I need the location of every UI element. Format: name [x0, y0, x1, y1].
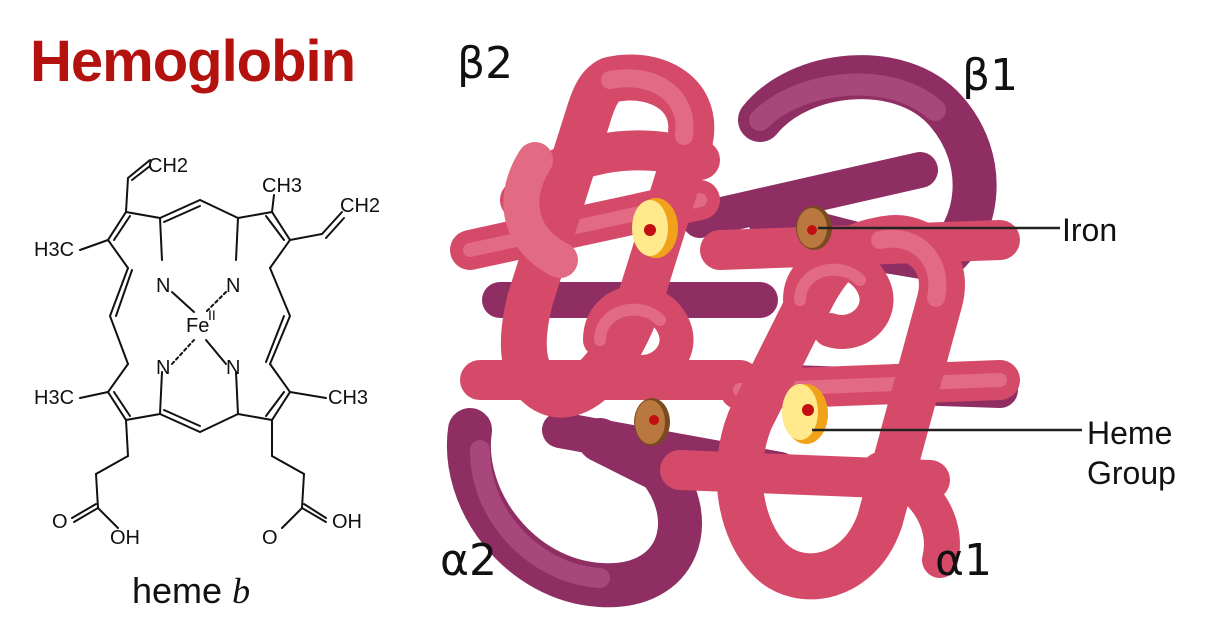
chem-label-n-top-left: N: [156, 275, 170, 297]
chem-label-methyl-right-lower: CH3: [328, 387, 368, 409]
chem-label-iron: Fe: [186, 315, 209, 337]
callout-heme-line1: Heme: [1087, 415, 1173, 451]
chem-label-methyl-top-right: CH3: [262, 175, 302, 197]
caption-main: heme: [132, 570, 233, 611]
callout-heme-group: Heme Group: [1087, 413, 1176, 493]
iron-beta1: [796, 206, 832, 250]
heme-b-structure: CH2 CH3 CH2 H3C H3C CH3 N N N N Fe II O …: [34, 155, 380, 549]
subunit-label-beta2: β2: [457, 38, 514, 89]
chem-label-oh-left: OH: [110, 527, 140, 549]
chem-label-vinyl-right: CH2: [340, 195, 380, 217]
chem-label-iron-oxidation: II: [208, 307, 216, 323]
callout-heme-line2: Group: [1087, 455, 1176, 491]
chem-label-methyl-left-lower: H3C: [34, 387, 74, 409]
chem-label-n-bottom-left: N: [156, 357, 170, 379]
callout-iron: Iron: [1062, 212, 1118, 248]
subunit-label-alpha2: α2: [440, 535, 497, 586]
heme-group-alpha1: [782, 384, 828, 444]
chem-label-oh-right: OH: [332, 511, 362, 533]
chem-label-n-bottom-right: N: [226, 357, 240, 379]
subunit-label-alpha1: α1: [935, 535, 992, 586]
chem-label-vinyl-top: CH2: [148, 155, 188, 177]
iron-alpha2: [634, 398, 670, 446]
chem-label-oxygen-left: O: [52, 511, 68, 533]
subunit-label-beta1: β1: [962, 50, 1019, 101]
chem-label-oxygen-right: O: [262, 527, 278, 549]
chem-label-n-top-right: N: [226, 275, 240, 297]
page-title: Hemoglobin: [30, 29, 356, 94]
heme-group-beta2: [632, 198, 678, 258]
heme-b-caption: heme b: [132, 570, 250, 612]
chem-label-methyl-left-upper: H3C: [34, 239, 74, 261]
caption-italic: b: [232, 571, 251, 611]
